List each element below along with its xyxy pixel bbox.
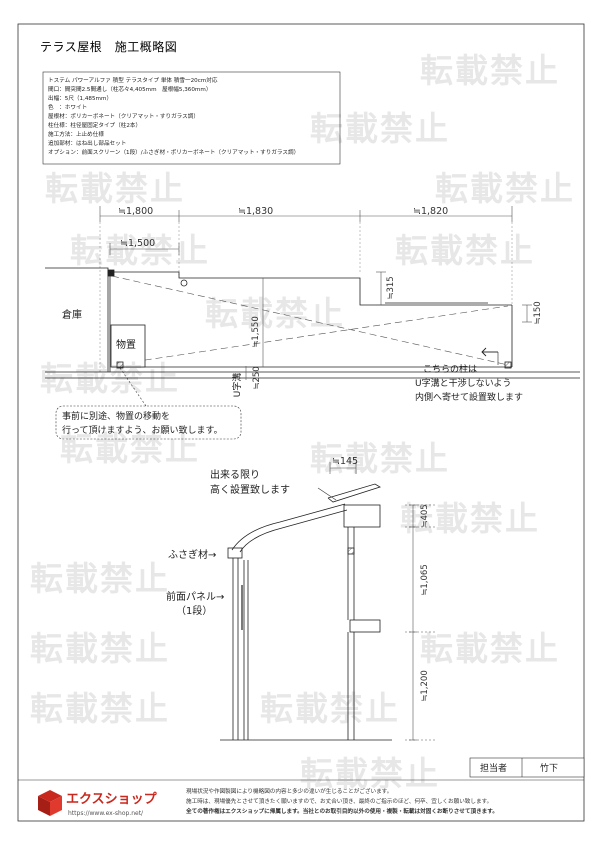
footer-note: 全ての著作権はエクスショップに帰属します。当社とのお取引目的以外の使用・複製・転… bbox=[185, 807, 498, 815]
brand-url[interactable]: https://www.ex-shop.net/ bbox=[68, 810, 144, 817]
dim-150: ≒150 bbox=[533, 301, 543, 324]
footer-note: 施工時は、現場優先とさせて頂きたく願いますので、お丈合い頂き、最終のご指示のほど… bbox=[186, 797, 492, 805]
dim-405: ≒405 bbox=[420, 504, 430, 527]
spec-line: オプション：前面スクリーン（1段）/ふさぎ材・ポリカーボネート（クリアマット・す… bbox=[48, 148, 299, 156]
dim-1065: ≒1,065 bbox=[420, 564, 430, 595]
watermark: 転載禁止 bbox=[310, 109, 450, 148]
watermark: 転載禁止 bbox=[310, 439, 450, 478]
move-note-line: 事前に別途、物置の移動を bbox=[62, 410, 170, 422]
dim-1550: ≒1,550 bbox=[251, 316, 261, 347]
dim-250: ≒250 bbox=[252, 366, 262, 389]
dim-1800: ≒1,800 bbox=[118, 206, 153, 217]
watermark: 転載禁止 bbox=[30, 629, 170, 668]
label-front-panel-count: （1段） bbox=[176, 604, 212, 617]
spec-line: トステム パワーアルファ 積型 テラスタイプ 単体 積雪一20cm対応 bbox=[48, 76, 218, 84]
staff-name: 竹下 bbox=[540, 762, 558, 774]
label-front-panel: 前面パネル→ bbox=[166, 590, 224, 603]
dim-1830: ≒1,830 bbox=[238, 206, 273, 217]
watermark: 転載禁止 bbox=[400, 499, 540, 538]
watermark: 転載禁止 bbox=[260, 689, 400, 728]
dim-315: ≒315 bbox=[386, 276, 396, 299]
spec-line: 施工方法：上止め仕様 bbox=[48, 130, 104, 138]
staff-box: 担当者 竹下 bbox=[469, 757, 585, 778]
watermark: 転載禁止 bbox=[40, 359, 180, 398]
page-frame bbox=[17, 23, 585, 822]
note-high-line: 出来る限り bbox=[210, 468, 260, 481]
watermark: 転載禁止 bbox=[70, 231, 210, 270]
watermark: 転載禁止 bbox=[30, 559, 170, 598]
label-fusagi: ふさぎ材→ bbox=[168, 548, 216, 561]
footer-note: 現場状況や作図製図により機略図の内容と多少の違いが生じることがございます。 bbox=[186, 787, 392, 795]
post-note-line: 内側へ寄せて設置致します bbox=[415, 391, 523, 403]
dim-1820: ≒1,820 bbox=[413, 206, 448, 217]
note-high-line: 高く設置致します bbox=[210, 483, 290, 496]
spec-line: 間口：間突間2.5間通し（柱芯々4,405mm 屋根幅5,360mm） bbox=[48, 85, 211, 93]
watermark: 転載禁止 bbox=[420, 629, 560, 668]
post-note: こちらの柱は U字溝と干渉しないよう 内側へ寄せて設置致します bbox=[415, 363, 523, 403]
spec-line: 出幅：5尺（1,485mm） bbox=[48, 94, 112, 102]
staff-label: 担当者 bbox=[480, 762, 507, 774]
label-storage: 倉庫 bbox=[62, 308, 82, 321]
box-logo-icon bbox=[38, 790, 62, 816]
watermark: 転載禁止 bbox=[420, 51, 560, 90]
post-note-line: こちらの柱は bbox=[423, 363, 477, 375]
plan-view bbox=[45, 206, 580, 380]
page-title: テラス屋根 施工概略図 bbox=[40, 39, 177, 54]
watermark-layer: 転載禁止 転載禁止 転載禁止 転載禁止 転載禁止 転載禁止 転載禁止 転載禁止 … bbox=[30, 51, 575, 793]
label-u-groove: U字溝 bbox=[231, 373, 243, 398]
watermark: 転載禁止 bbox=[205, 294, 345, 333]
brand-name: エクスショップ bbox=[66, 792, 158, 807]
spec-line: 柱仕様：柱径屋固定タイプ（柱2本） bbox=[48, 121, 141, 129]
spec-line: 追加部材：はね出し部品セット bbox=[48, 139, 126, 147]
brand-logo: エクスショップ https://www.ex-shop.net/ bbox=[38, 790, 158, 817]
section-view bbox=[220, 462, 435, 741]
move-shed-note: 事前に別途、物置の移動を 行って頂けますよう、お願い致します。 bbox=[55, 367, 242, 440]
post-note-line: U字溝と干渉しないよう bbox=[415, 377, 511, 389]
spec-line: 屋根材：ポリカーボネート（クリアマット・すりガラス調） bbox=[48, 112, 199, 120]
spec-box: トステム パワーアルファ 積型 テラスタイプ 単体 積雪一20cm対応 間口：間… bbox=[42, 71, 341, 165]
watermark: 転載禁止 bbox=[30, 689, 170, 728]
watermark: 転載禁止 bbox=[395, 231, 535, 270]
move-note-line: 行って頂けますよう、お願い致します。 bbox=[62, 424, 223, 436]
watermark: 転載禁止 bbox=[45, 169, 185, 208]
watermark: 転載禁止 bbox=[60, 429, 200, 468]
dim-1500: ≒1,500 bbox=[120, 238, 155, 249]
watermark: 転載禁止 bbox=[435, 169, 575, 208]
spec-line: 色 ：ホワイト bbox=[48, 103, 87, 111]
dim-145: ≒145 bbox=[332, 456, 358, 467]
dim-1200: ≒1,200 bbox=[420, 670, 430, 701]
label-shed: 物置 bbox=[116, 338, 136, 351]
watermark: 転載禁止 bbox=[300, 754, 440, 793]
